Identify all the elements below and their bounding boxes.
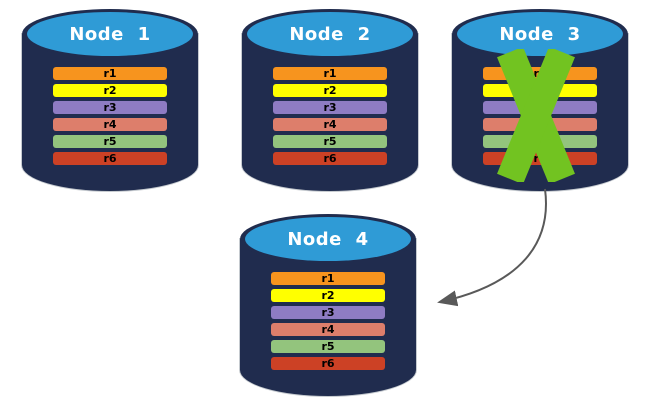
record-r6: r6	[53, 152, 167, 165]
node-2-cylinder: Node 2 r1 r2 r3 r4 r5 r6	[242, 9, 418, 191]
record-r2: r2	[53, 84, 167, 97]
cylinder-top-cap	[457, 12, 623, 56]
record-list: r1 r2 r3 r4 r5 r6	[271, 272, 385, 370]
node-4-cylinder: Node 4 r1 r2 r3 r4 r5 r6	[240, 214, 416, 396]
record-r4: r4	[271, 323, 385, 336]
cylinder-top-cap	[27, 12, 193, 56]
failure-x-icon	[497, 49, 575, 182]
node-title: Node 3	[499, 23, 581, 45]
record-r1: r1	[53, 67, 167, 80]
record-r5: r5	[273, 135, 387, 148]
node-title: Node 1	[69, 23, 151, 45]
cylinder-top-cap	[247, 12, 413, 56]
record-r3: r3	[273, 101, 387, 114]
replication-arrow	[437, 188, 547, 307]
node-title: Node 4	[287, 228, 369, 250]
record-list: r1 r2 r3 r4 r5 r6	[53, 67, 167, 165]
record-r1: r1	[273, 67, 387, 80]
record-r2: r2	[273, 84, 387, 97]
record-r1: r1	[271, 272, 385, 285]
node-1-cylinder: Node 1 r1 r2 r3 r4 r5 r6	[22, 9, 198, 191]
record-r5: r5	[271, 340, 385, 353]
record-r4: r4	[273, 118, 387, 131]
node-title: Node 2	[289, 23, 371, 45]
record-r5: r5	[53, 135, 167, 148]
record-r4: r4	[53, 118, 167, 131]
record-list: r1 r2 r3 r4 r5 r6	[273, 67, 387, 165]
record-r6: r6	[271, 357, 385, 370]
record-r6: r6	[273, 152, 387, 165]
record-r3: r3	[53, 101, 167, 114]
record-r2: r2	[271, 289, 385, 302]
cylinder-top-cap	[245, 217, 411, 261]
record-r3: r3	[271, 306, 385, 319]
